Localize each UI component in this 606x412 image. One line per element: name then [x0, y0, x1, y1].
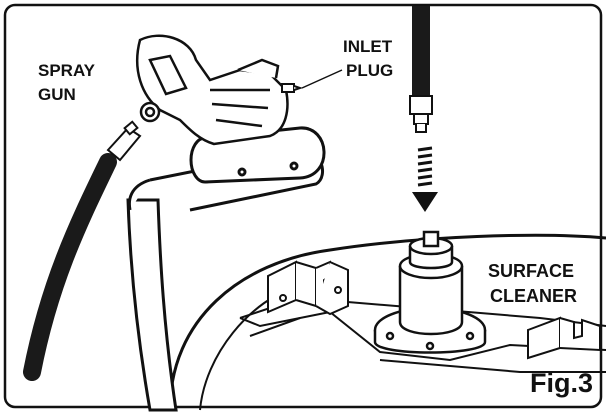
surface-cleaner-body [168, 233, 606, 411]
u-bracket-left [267, 260, 349, 316]
label-spray: SPRAY [38, 61, 96, 80]
inlet-plug-pointer [301, 69, 343, 89]
inlet-hose [412, 6, 430, 98]
gun-inlet-nipple [281, 83, 304, 93]
cleaner-hub [373, 230, 487, 354]
inlet-plug-fitting [409, 95, 433, 133]
label-inlet: INLET [343, 37, 393, 56]
label-gun: GUN [38, 85, 76, 104]
cleaner-bar-edge [249, 317, 606, 373]
insert-arrow-head [412, 192, 438, 212]
insert-arrow [417, 146, 433, 187]
gun-hose-fitting [106, 120, 142, 162]
spray-gun-hose [23, 153, 117, 381]
label-surface: SURFACE [488, 261, 575, 281]
spray-gun [136, 34, 289, 146]
figure-border [3, 3, 603, 409]
figure-number: Fig.3 [530, 368, 594, 398]
u-bracket-right [527, 316, 601, 360]
label-cleaner: CLEANER [490, 286, 578, 306]
label-plug: PLUG [346, 61, 394, 80]
